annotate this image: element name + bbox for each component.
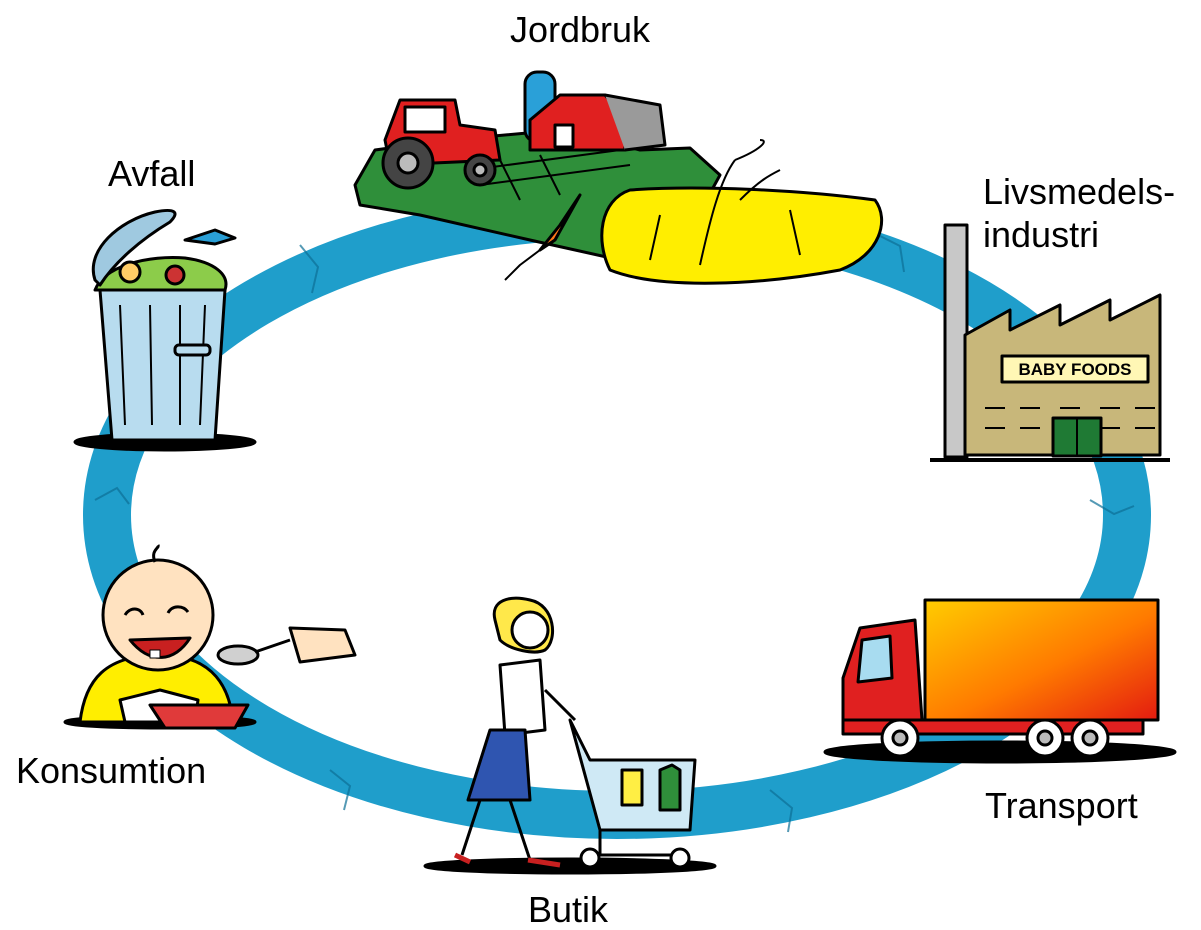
ring-arrow-marks [94, 235, 1135, 833]
trash-bin-illustration [73, 208, 257, 452]
factory-illustration: BABY FOODS [930, 223, 1170, 462]
baby-illustration [63, 544, 357, 730]
label-butik: Butik [528, 889, 609, 930]
truck-illustration [823, 598, 1177, 764]
farm-illustration [353, 70, 884, 285]
cycle-ring [83, 191, 1151, 839]
shopper-illustration [423, 596, 717, 875]
label-industri: industri [983, 214, 1099, 255]
label-konsumtion: Konsumtion [16, 750, 206, 791]
label-transport: Transport [985, 785, 1138, 826]
label-avfall: Avfall [108, 153, 195, 194]
factory-sign-text: BABY FOODS [1018, 360, 1131, 379]
label-jordbruk: Jordbruk [510, 9, 651, 50]
label-livsmedels: Livsmedels- [983, 171, 1175, 212]
